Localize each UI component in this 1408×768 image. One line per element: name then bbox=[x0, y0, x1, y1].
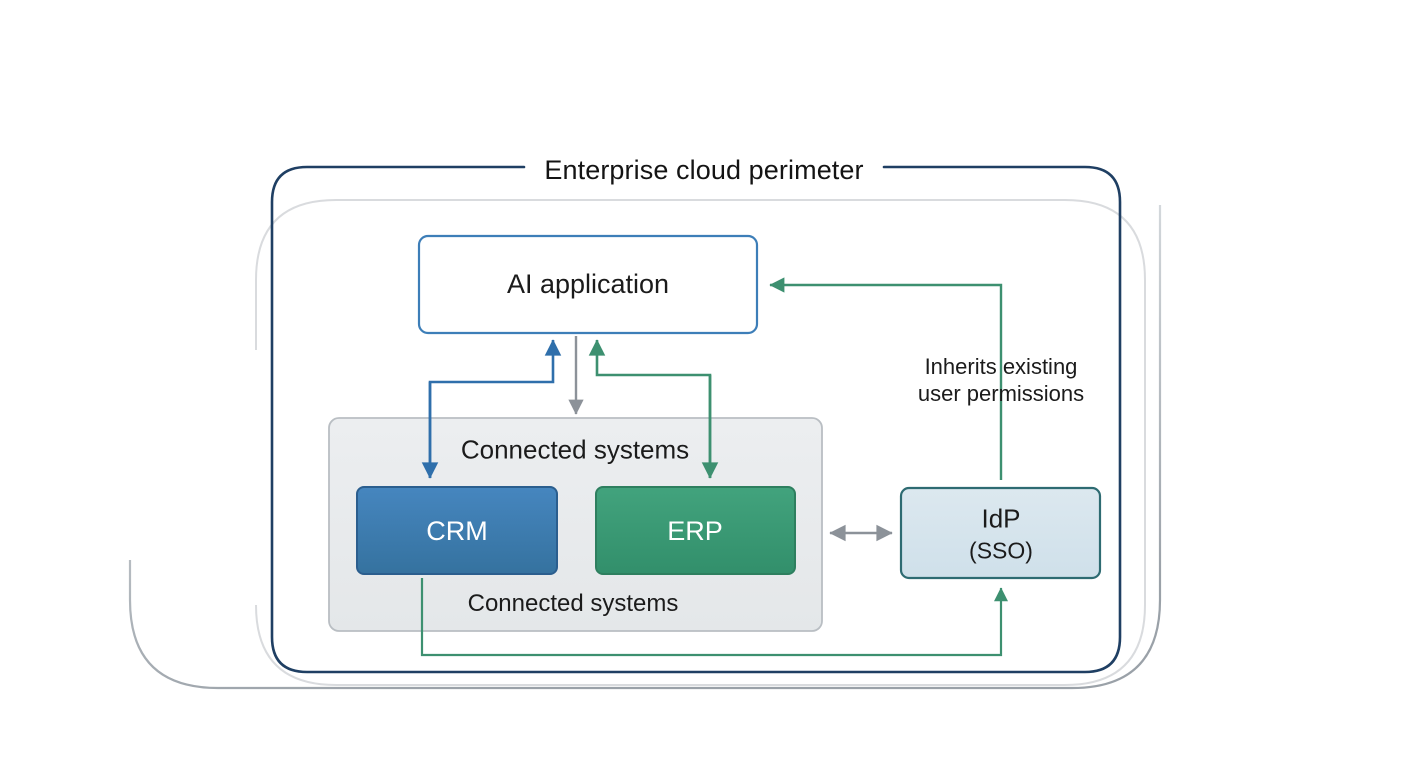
ai-application-label: AI application bbox=[506, 269, 670, 300]
idp-sublabel: (SSO) bbox=[969, 537, 1033, 564]
crm-label: CRM bbox=[426, 516, 488, 547]
connected-systems-footer: Connected systems bbox=[467, 589, 679, 617]
connected-systems-title: Connected systems bbox=[460, 434, 690, 465]
background-decoration bbox=[128, 199, 1162, 690]
connector-crm-to-idp bbox=[420, 578, 1008, 657]
inherits-permissions-line-2: user permissions bbox=[917, 381, 1085, 406]
inherits-permissions-annotation: Inherits existing user permissions bbox=[918, 354, 1084, 408]
idp-box[interactable] bbox=[899, 486, 1102, 580]
erp-box[interactable] bbox=[595, 486, 796, 575]
crm-box[interactable] bbox=[356, 486, 558, 575]
ai-application-box[interactable] bbox=[417, 234, 759, 335]
erp-label: ERP bbox=[667, 516, 723, 547]
connected-systems-container[interactable] bbox=[328, 417, 823, 632]
enterprise-cloud-perimeter-box bbox=[270, 165, 1122, 674]
idp-label: IdP bbox=[981, 503, 1021, 534]
inherits-permissions-line-1: Inherits existing bbox=[924, 354, 1078, 380]
perimeter-title: Enterprise cloud perimeter bbox=[530, 155, 878, 187]
connector-idp-to-ai bbox=[769, 277, 1003, 480]
